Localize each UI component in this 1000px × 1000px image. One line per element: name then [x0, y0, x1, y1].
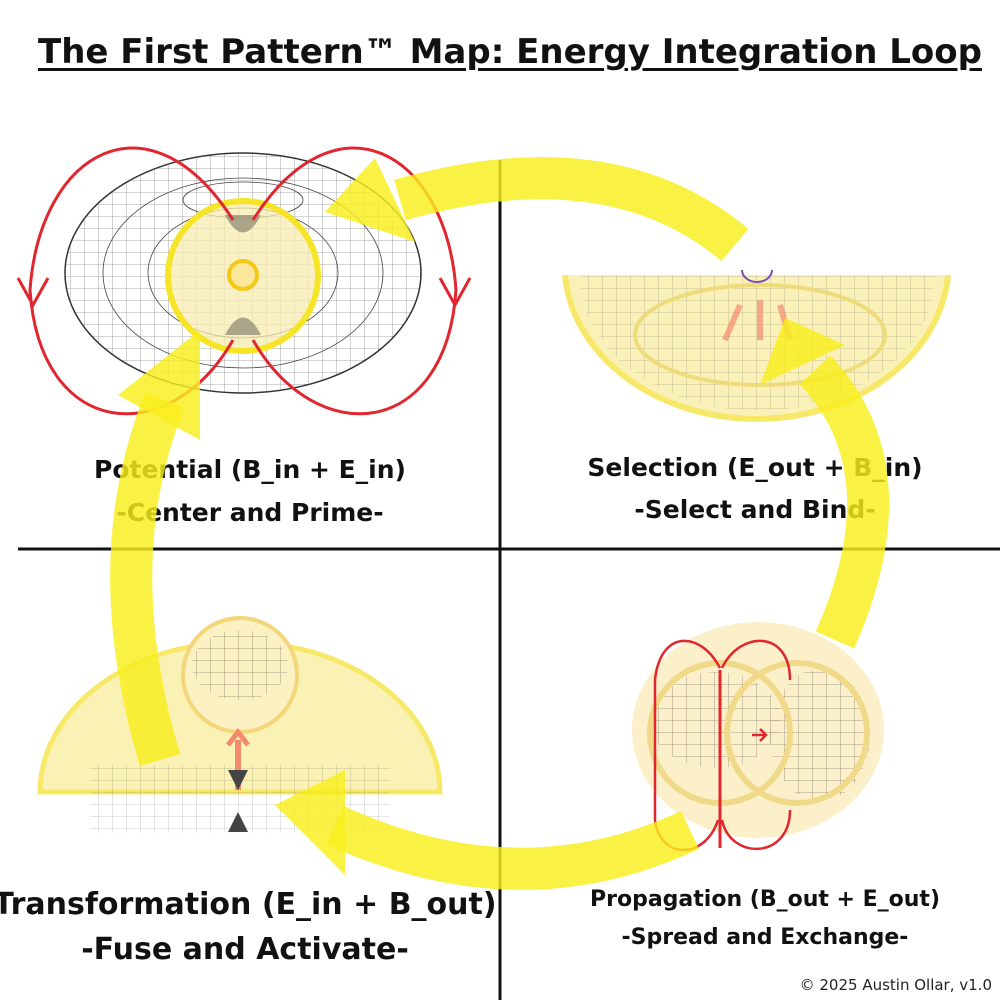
transformation-dome-illustration: [37, 616, 443, 833]
potential-label: Potential (B_in + E_in): [94, 455, 406, 484]
selection-subtitle: -Select and Bind-: [634, 495, 876, 524]
transformation-subtitle: -Fuse and Activate-: [81, 932, 409, 967]
potential-torus-illustration: [16, 146, 472, 416]
selection-label: Selection (E_out + B_in): [587, 453, 923, 482]
potential-subtitle: -Center and Prime-: [116, 498, 384, 527]
copyright-notice: © 2025 Austin Ollar, v1.0: [799, 976, 992, 994]
propagation-label: Propagation (B_out + E_out): [589, 887, 941, 912]
selection-hemisphere-illustration: [562, 269, 951, 422]
propagation-subtitle: -Spread and Exchange-: [621, 925, 909, 950]
page-title: The First Pattern™ Map: Energy Integrati…: [38, 32, 982, 72]
propagation-tori-illustration: [632, 622, 884, 852]
transformation-label: Transformation (E_in + B_out): [0, 887, 497, 922]
